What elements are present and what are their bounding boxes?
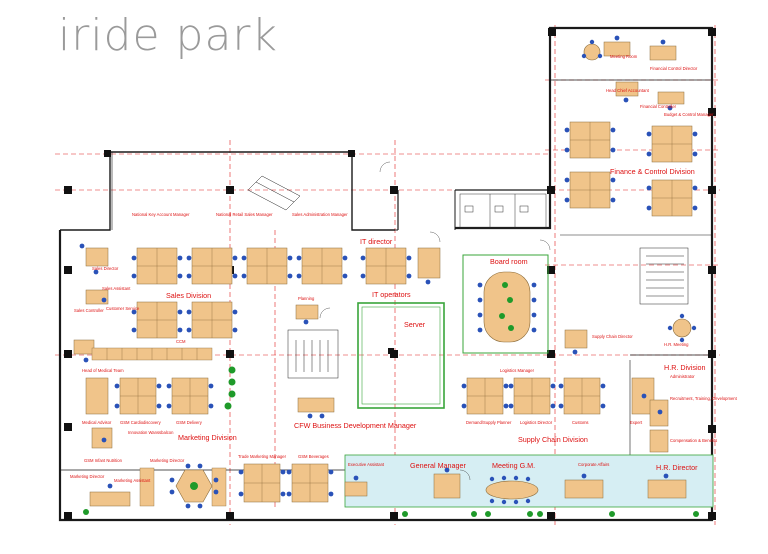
label-marketing-director: Marketing Director bbox=[70, 474, 105, 479]
label-general-manager: General Manager bbox=[410, 461, 467, 470]
label-gsm-cardio: GSM Cardiodiscovery bbox=[120, 420, 162, 425]
label-medical-advisor: Medical Advisor bbox=[82, 420, 112, 425]
label-sales-division: Sales Division bbox=[166, 291, 211, 300]
server-room-inner bbox=[361, 306, 441, 405]
label-supply-chain-director: Supply Chain Director bbox=[592, 334, 633, 339]
label-exec-assistant: Executive Assistant bbox=[348, 462, 385, 467]
label-head-chief-accountant: Head Chief Accountant bbox=[606, 88, 650, 93]
plants bbox=[83, 366, 699, 517]
label-supply-chain-division: Supply Chain Division bbox=[518, 435, 588, 444]
label-sales-admin: Sales Administration Manager bbox=[292, 212, 348, 217]
label-meeting-gm: Meeting G.M. bbox=[492, 461, 535, 470]
label-finance-division: Finance & Control Division bbox=[610, 167, 695, 176]
label-innovation: Innovation Wanssbalcon bbox=[128, 430, 174, 435]
restrooms bbox=[459, 193, 547, 229]
board-table bbox=[483, 271, 531, 343]
staircase bbox=[247, 175, 689, 379]
label-marketing-small: Marketing Director bbox=[150, 458, 185, 463]
label-meeting-room: Meeting Room bbox=[610, 54, 638, 59]
label-gsm-beverages: GSM Beverages bbox=[298, 454, 329, 459]
label-cfw-manager: CFW Business Development Manager bbox=[294, 421, 417, 430]
label-financial-controller: Financial Controller bbox=[640, 104, 677, 109]
chairs bbox=[79, 35, 698, 509]
desk-lines bbox=[120, 122, 692, 502]
label-budget-controller: Budget & Control Manager bbox=[664, 112, 714, 117]
label-marketing-assistant: Marketing Assistant bbox=[114, 478, 151, 483]
label-demand-planner: Demand/Supply Planner bbox=[466, 420, 512, 425]
meeting-gm-table bbox=[485, 480, 539, 500]
label-financial-control-director: Financial Control Director bbox=[650, 66, 698, 71]
label-expert: Expert bbox=[630, 420, 643, 425]
meeting-room-table bbox=[583, 43, 601, 61]
hr-meeting-table bbox=[672, 318, 692, 338]
label-hr-director: H.R. Director bbox=[656, 463, 698, 472]
doors bbox=[319, 161, 551, 481]
label-marketing-division: Marketing Division bbox=[178, 433, 237, 442]
label-sales-controller: Sales Controller bbox=[74, 308, 104, 313]
label-hr-meeting: H.R. Meeting bbox=[664, 342, 689, 347]
label-planning: Planning bbox=[298, 296, 315, 301]
label-national-key: National Key Account Manager bbox=[132, 212, 190, 217]
label-it-operators: IT operators bbox=[372, 290, 411, 299]
label-it-director: IT director bbox=[360, 237, 393, 246]
workstations bbox=[73, 41, 693, 507]
label-compensation: Compensation & Benefits bbox=[670, 438, 717, 443]
label-logistics-director: Logistics Director bbox=[520, 420, 553, 425]
label-sales-assistant: Sales Assistant bbox=[102, 286, 131, 291]
label-trade-marketing: Trade Marketing Manager bbox=[238, 454, 287, 459]
label-customs: Customs bbox=[572, 420, 589, 425]
label-sales-director: Sales Director bbox=[92, 266, 119, 271]
room-labels: Sales Division Marketing Division IT dir… bbox=[70, 54, 738, 483]
server-room bbox=[357, 302, 445, 409]
label-head-medical: Head of Medical Team bbox=[82, 368, 124, 373]
label-recruitment: Recruitment, Training, Development bbox=[670, 396, 738, 401]
label-logistics-manager: Logistics Manager bbox=[500, 368, 535, 373]
label-hr-division: H.R. Division bbox=[664, 363, 706, 372]
label-customer-service: Customer Service bbox=[106, 306, 140, 311]
storage-cabinets bbox=[91, 347, 227, 507]
label-ccm: CCM bbox=[176, 339, 186, 344]
label-server: Server bbox=[404, 320, 426, 329]
label-hr-admin: Administrator bbox=[670, 374, 695, 379]
label-board-room: Board room bbox=[490, 257, 528, 266]
page-title: iride park bbox=[58, 10, 278, 61]
label-gsm-infant: GSM Infant Nutrition bbox=[84, 458, 123, 463]
label-corporate-affairs: Corporate Affairs bbox=[578, 462, 609, 467]
label-gsm-delivery: GSM Delivery bbox=[176, 420, 203, 425]
label-national-retail: National Retail Sales Manager bbox=[216, 212, 273, 217]
board-room bbox=[462, 254, 549, 354]
